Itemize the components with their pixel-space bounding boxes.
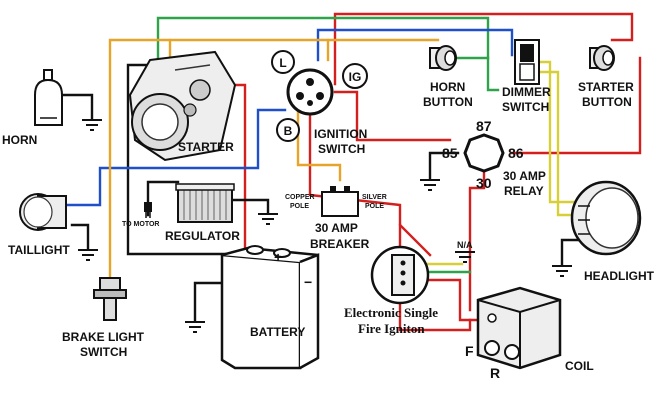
dimmer-switch-icon xyxy=(514,39,540,85)
to-motor-label: TO MOTOR xyxy=(122,221,159,228)
horn-button-icon xyxy=(429,45,457,71)
brake-light-switch-icon xyxy=(93,277,127,321)
to-motor-plug-icon xyxy=(144,202,152,218)
ground-icon xyxy=(420,179,440,191)
brake-light-switch-label-2: SWITCH xyxy=(80,345,127,359)
ground-icon xyxy=(185,321,205,333)
dimmer-switch-label-2: SWITCH xyxy=(502,100,549,114)
silver-pole-label-2: POLE xyxy=(365,203,384,210)
wire-red-top-loop xyxy=(333,90,452,142)
horn-button-label-1: HORN xyxy=(430,80,465,94)
horn-label: HORN xyxy=(2,133,37,147)
coil-label: COIL xyxy=(565,359,594,373)
wire-black-horn xyxy=(58,93,94,120)
ignition-ig-terminal: IG xyxy=(342,63,368,89)
regulator-label: REGULATOR xyxy=(165,229,240,243)
ground-icon xyxy=(258,213,278,225)
wire-red-module xyxy=(418,278,480,322)
starter-button-label-1: STARTER xyxy=(578,80,634,94)
headlight-label: HEADLIGHT xyxy=(584,269,655,283)
relay-icon xyxy=(463,133,505,173)
wire-black-regulator-gnd xyxy=(230,198,270,214)
battery-label: BATTERY xyxy=(250,325,305,339)
starter-label: STARTER xyxy=(178,140,234,154)
wire-red-top-run xyxy=(333,12,634,86)
headlight-icon xyxy=(570,180,642,256)
taillight-label: TAILLIGHT xyxy=(8,243,70,257)
horn-icon xyxy=(34,69,63,126)
wire-yellow-headlight-2 xyxy=(538,70,584,217)
wire-black-relay-85 xyxy=(428,151,460,180)
wire-red-relay-86 xyxy=(510,56,642,155)
ignition-l-label: L xyxy=(279,56,286,70)
copper-pole-label-2: POLE xyxy=(290,203,309,210)
wire-blue-ignition-top xyxy=(316,28,514,62)
ignition-switch-label-2: SWITCH xyxy=(318,142,365,156)
wires xyxy=(58,12,642,332)
relay-87-label: 87 xyxy=(476,118,492,134)
copper-pole-label-1: COPPER xyxy=(285,194,315,201)
ignition-ig-label: IG xyxy=(349,70,362,84)
breaker-icon xyxy=(321,186,359,217)
ground-icon xyxy=(455,251,475,263)
ignition-module-label-1: Electronic Single xyxy=(344,305,438,320)
ignition-switch-icon xyxy=(286,68,334,116)
wire-green-top xyxy=(156,16,500,92)
starter-button-icon xyxy=(589,45,615,71)
relay-30-label: 30 xyxy=(476,175,492,191)
ignition-l-terminal: L xyxy=(271,50,295,74)
ignition-module-icon xyxy=(370,245,430,305)
brake-light-switch-label-1: BRAKE LIGHT xyxy=(62,330,145,344)
coil-f-label: F xyxy=(465,343,474,359)
wire-blue-taillight xyxy=(58,108,287,207)
ignition-switch-label-1: IGNITION xyxy=(314,127,367,141)
ignition-b-label: B xyxy=(284,124,293,138)
wire-red-ignition-down xyxy=(308,110,432,257)
na-label: N/A xyxy=(457,240,473,250)
regulator-icon xyxy=(175,183,235,223)
starter-icon xyxy=(128,50,237,162)
coil-r-label: R xyxy=(490,365,500,381)
breaker-label-2: BREAKER xyxy=(310,237,370,251)
wire-black-headlight xyxy=(560,238,587,266)
wire-black-regulator-to-motor xyxy=(146,180,180,217)
horn-button-label-2: BUTTON xyxy=(423,95,473,109)
labels: HORN STARTER TAILLIGHT BRAKE LIGHT SWITC… xyxy=(2,80,655,381)
ground-icon xyxy=(552,265,572,277)
breaker-label-1: 30 AMP xyxy=(315,221,358,235)
wire-yellow-headlight-1 xyxy=(538,60,584,204)
relay-label-1: 30 AMP xyxy=(503,169,546,183)
relay-85-label: 85 xyxy=(442,145,458,161)
wire-orange-breaker xyxy=(296,110,342,182)
silver-pole-label-1: SILVER xyxy=(362,194,387,201)
wire-black-battery-ground xyxy=(193,281,230,322)
coil-icon xyxy=(476,286,562,370)
battery-minus-label: − xyxy=(304,274,312,290)
ignition-b-terminal: B xyxy=(276,118,300,142)
battery-icon xyxy=(220,245,320,370)
ignition-module-label-2: Fire Igniton xyxy=(358,321,425,336)
starter-button-label-2: BUTTON xyxy=(582,95,632,109)
taillight-icon xyxy=(19,193,67,231)
ground-symbols xyxy=(78,119,572,333)
relay-86-label: 86 xyxy=(508,145,524,161)
ground-icon xyxy=(78,249,98,261)
wire-red-relay-30 xyxy=(468,166,486,312)
relay-label-2: RELAY xyxy=(504,184,544,198)
battery-plus-label: + xyxy=(274,249,282,265)
dimmer-switch-label-1: DIMMER xyxy=(502,85,551,99)
ground-icon xyxy=(82,119,102,131)
wire-black-taillight xyxy=(70,223,90,250)
